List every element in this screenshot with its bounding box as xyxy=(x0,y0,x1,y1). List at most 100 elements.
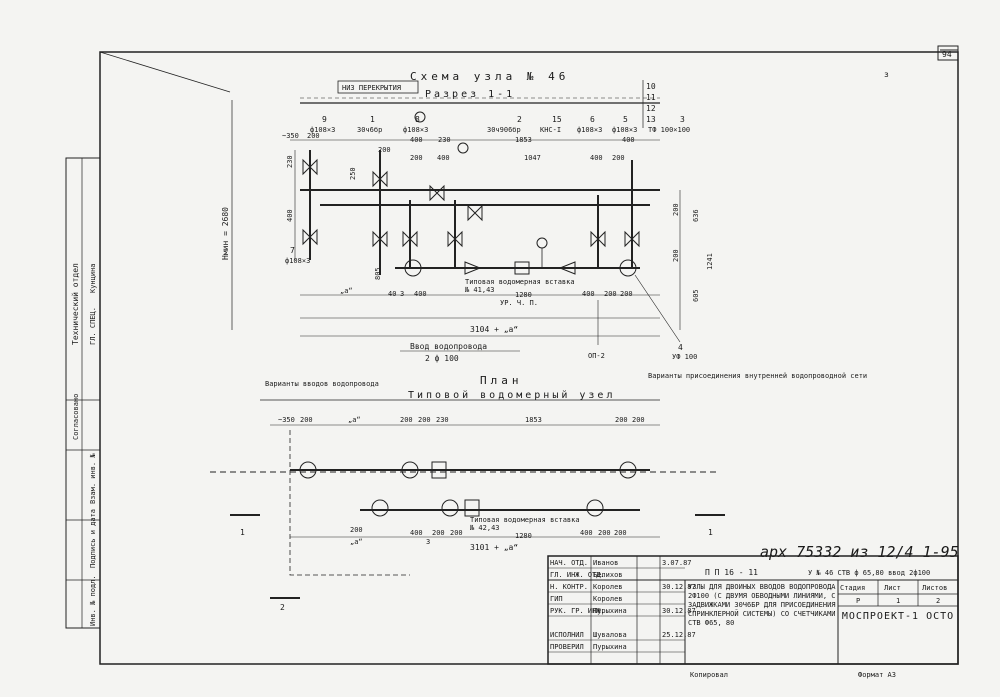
plan-dim-350: ~350 xyxy=(278,416,295,424)
stage-head-2: Лист xyxy=(884,584,901,592)
pos-1: 1 xyxy=(370,115,375,124)
plan-meter-icon xyxy=(464,499,480,517)
input-pipe-label: Ввод водопровода xyxy=(410,342,487,351)
dim-1853: 1853 xyxy=(515,136,532,144)
left-stamp-col-3: Взам. инв. № xyxy=(89,453,97,504)
dim-200b: 200 xyxy=(378,146,391,154)
stage-head-1: Стадия xyxy=(840,584,865,592)
title-block-description: Узлы для двойных вводов водопровода 2ф10… xyxy=(688,583,836,627)
label-tee-3: ТФ 100×100 xyxy=(648,126,690,134)
title-block xyxy=(547,555,959,665)
dim-200a: 200 xyxy=(307,132,320,140)
left-stamp-col-2: Подпись и дата xyxy=(89,509,97,568)
label-part-15: КНС-I xyxy=(540,126,561,134)
check-valve-icon xyxy=(464,261,482,275)
dim-1280: 1280 xyxy=(515,291,532,299)
plan-dim-200g: 200 xyxy=(432,529,445,537)
label-pipe-8: ф108×3 xyxy=(403,126,428,134)
dim-400f: 400 xyxy=(414,290,427,298)
left-stamp-col-1: Инв. № подл. xyxy=(89,575,97,626)
section-title: Разрез 1-1 xyxy=(425,89,515,100)
dim-200h: 200 xyxy=(620,290,633,298)
node-line: У № 46 СТВ ф 65,80 ввод 2ф100 xyxy=(808,569,930,577)
dim-230a: 230 xyxy=(438,136,451,144)
tb-name-3: Королев xyxy=(593,583,623,591)
section-mark-1-right: 1 xyxy=(708,528,713,537)
pos-3: 3 xyxy=(680,115,685,124)
plan-dim-1853: 1853 xyxy=(525,416,542,424)
pos-8: 8 xyxy=(415,115,420,124)
variants-connection-label: Варианты присоединения внутренней водопр… xyxy=(648,372,867,380)
gauge-icon xyxy=(536,237,548,249)
dim-400e: 400 xyxy=(286,209,294,222)
dim-636: 636 xyxy=(692,209,700,222)
plan-dim-230: 230 xyxy=(436,416,449,424)
tb-role-1: НАЧ. ОТД. xyxy=(550,559,588,567)
meter-insert-label: Типовая водомерная вставка xyxy=(465,278,575,286)
section-mark-2: 2 xyxy=(280,603,285,612)
dim-400a: 400 xyxy=(410,136,423,144)
dim-1241: 1241 xyxy=(706,253,714,270)
tb-name-4: Королев xyxy=(593,595,623,603)
label-pipe-6: ф108×3 xyxy=(577,126,602,134)
left-stamp-name: Кунцина xyxy=(89,263,97,293)
variants-input-label: Варианты вводов водопровода xyxy=(265,380,379,388)
plan-dim-1280: 1280 xyxy=(515,532,532,540)
meter-circle-icon xyxy=(619,259,637,277)
label-valve-2: 30ч906бр xyxy=(487,126,521,134)
plan-title: План xyxy=(480,374,523,387)
meter-insert-number: № 41,43 xyxy=(464,286,495,294)
left-stamp xyxy=(65,157,101,629)
meter-circle-icon xyxy=(404,259,422,277)
pos-4: 4 xyxy=(678,343,683,352)
label-pipe-5: ф108×3 xyxy=(612,126,637,134)
dim-3a: 3 xyxy=(400,290,404,298)
handwritten-archive-code: арх 75332 из 12/4 1-95 xyxy=(760,543,959,561)
doc-code: П П 16 - 11 xyxy=(705,568,758,577)
format-label: Формат А3 xyxy=(858,671,896,679)
plan-dim-200f: 200 xyxy=(350,526,363,534)
label-valve-1: 30ч6бр xyxy=(357,126,382,134)
check-valve-icon xyxy=(558,261,576,275)
meter-insert-icon xyxy=(514,261,530,275)
dim-400b: 400 xyxy=(437,154,450,162)
dim-200e: 200 xyxy=(672,203,680,216)
tb-role-4: ГИП xyxy=(550,595,563,603)
left-stamp-dept: Технический отдел xyxy=(71,263,80,345)
tb-name-5: Пурыхина xyxy=(593,607,627,615)
plan-meter-insert-label: Типовая водомерная вставка xyxy=(470,516,580,524)
plan-dim-a: „a“ xyxy=(348,416,361,424)
plan-dim-3: 3 xyxy=(426,538,430,546)
tilde-circle-icon xyxy=(457,142,469,154)
plan-dim-400b: 400 xyxy=(580,529,593,537)
pos-15: 15 xyxy=(552,115,562,124)
ceiling-bottom-label: НИЗ ПЕРЕКРЫТИЯ xyxy=(342,84,401,92)
dim-a: „a“ xyxy=(340,287,353,295)
tb-role-7: ПРОВЕРИЛ xyxy=(550,643,584,651)
dim-400g: 400 xyxy=(582,290,595,298)
plan-dim-400: 400 xyxy=(410,529,423,537)
sheet-number: 94 xyxy=(942,50,952,59)
stage-head-3: Листов xyxy=(922,584,947,592)
plan-dim-3101: 3101 + „a“ xyxy=(470,543,518,552)
input-pipe-size: 2 ф 100 xyxy=(425,354,459,363)
tb-name-1: Иванов xyxy=(593,559,618,567)
label-pipe-9: ф108×3 xyxy=(310,126,335,134)
scheme-title: Схема узла № 46 xyxy=(410,70,569,83)
dim-250: 250 xyxy=(349,167,357,180)
dim-200g: 200 xyxy=(604,290,617,298)
dim-40: 40 xyxy=(388,290,396,298)
plan-meter-icon xyxy=(431,461,447,479)
height-label: Нмин = 2680 xyxy=(221,207,230,260)
plan-dim-200c: 200 xyxy=(418,416,431,424)
tb-role-2: ГЛ. ИНЖ. ОТД. xyxy=(550,571,605,579)
stage-val-1: Р xyxy=(856,597,860,605)
pos-11: 11 xyxy=(646,93,656,102)
plan-dim-200a: 200 xyxy=(300,416,313,424)
pos-2: 2 xyxy=(517,115,522,124)
pos-5: 5 xyxy=(623,115,628,124)
left-stamp-role: ГЛ. СПЕЦ. xyxy=(89,307,97,345)
dim-3104: 3104 + „a“ xyxy=(470,325,518,334)
